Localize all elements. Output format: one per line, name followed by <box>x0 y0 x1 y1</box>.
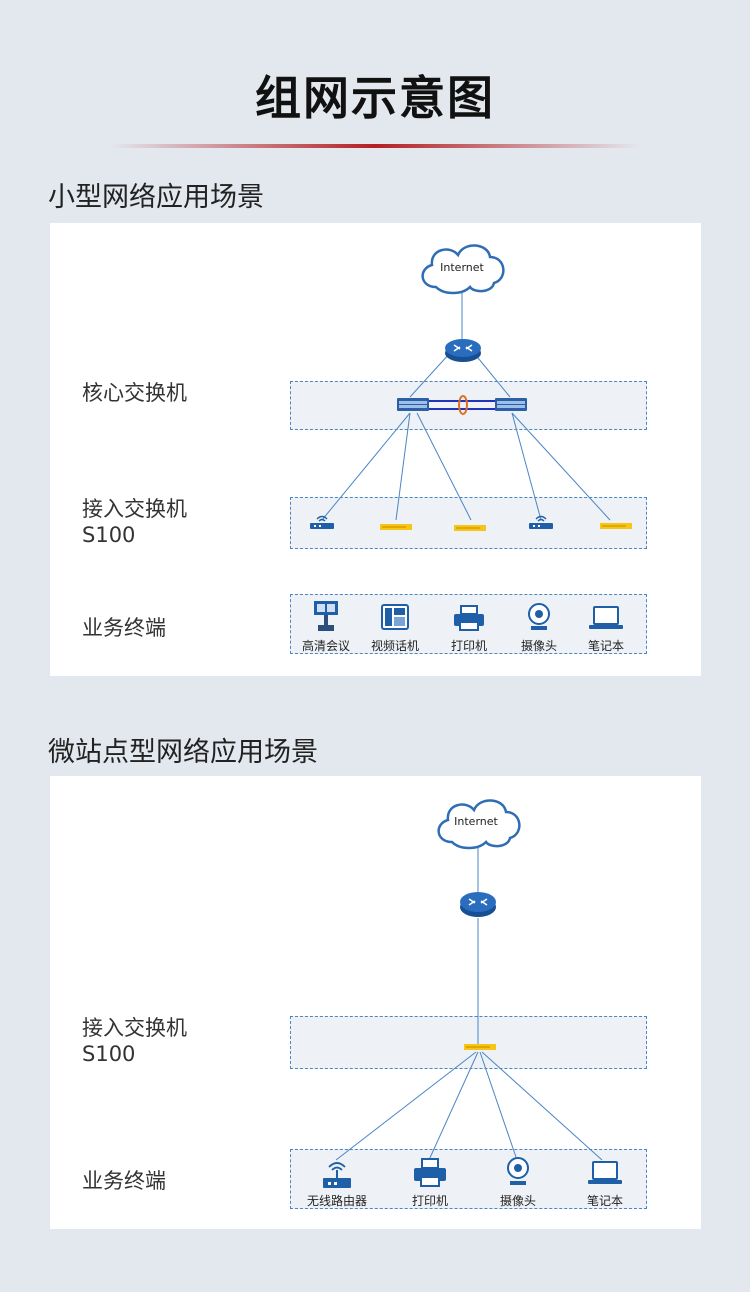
access-switch-icon <box>600 523 632 529</box>
camera-icon <box>528 603 550 630</box>
core-switch-zone <box>290 381 647 430</box>
micro-network-diagram: Internet 无线路由器 打印机 摄像头 笔记本 接入交换机 S100 业务… <box>50 776 701 1229</box>
internet-cloud-icon <box>437 799 521 850</box>
internet-cloud-icon <box>421 244 505 295</box>
printer-icon <box>454 605 484 631</box>
device-label: 打印机 <box>450 639 487 653</box>
router-icon <box>460 892 496 917</box>
laptop-icon <box>589 606 623 629</box>
terminal-label: 业务终端 <box>82 616 166 640</box>
device-label: 笔记本 <box>587 639 624 653</box>
core-switch-right-icon <box>495 398 527 411</box>
internet-label: Internet <box>440 261 484 274</box>
device-label: 打印机 <box>411 1194 448 1208</box>
device-label: 笔记本 <box>586 1194 623 1208</box>
access-switch-model: S100 <box>82 523 136 547</box>
access-switch-icon <box>464 1044 496 1050</box>
small-network-diagram: Internet <box>50 223 701 676</box>
access-switch-zone <box>290 497 647 549</box>
access-switch-zone <box>290 1016 647 1069</box>
section-title-micro: 微站点型网络应用场景 <box>48 737 318 768</box>
title-divider <box>110 144 640 148</box>
laptop-icon <box>588 1161 622 1184</box>
device-label: 高清会议 <box>301 639 350 653</box>
wireless-ap-icon <box>529 515 553 529</box>
access-switch-icon <box>454 525 486 531</box>
core-switch-label: 核心交换机 <box>82 381 187 405</box>
device-label: 无线路由器 <box>306 1194 367 1208</box>
device-label: 摄像头 <box>520 639 557 653</box>
printer-icon <box>414 1158 446 1187</box>
access-switch-label: 接入交换机 <box>82 1016 187 1040</box>
wireless-ap-icon <box>310 515 334 529</box>
link-lines <box>321 287 611 521</box>
access-switch-icon <box>380 524 412 530</box>
wireless-router-icon <box>323 1162 351 1188</box>
camera-icon <box>507 1157 529 1185</box>
video-phone-icon <box>381 604 409 630</box>
core-switch-left-icon <box>397 398 429 411</box>
device-label: 摄像头 <box>499 1194 536 1208</box>
video-conference-icon <box>314 601 338 631</box>
device-label: 视频话机 <box>370 639 419 653</box>
access-switch-label: 接入交换机 <box>82 497 187 521</box>
router-icon <box>445 339 481 362</box>
section-title-small: 小型网络应用场景 <box>48 182 264 213</box>
terminal-label: 业务终端 <box>82 1169 166 1193</box>
internet-label: Internet <box>454 815 498 828</box>
page-title: 组网示意图 <box>255 71 495 125</box>
access-switch-model: S100 <box>82 1042 136 1066</box>
